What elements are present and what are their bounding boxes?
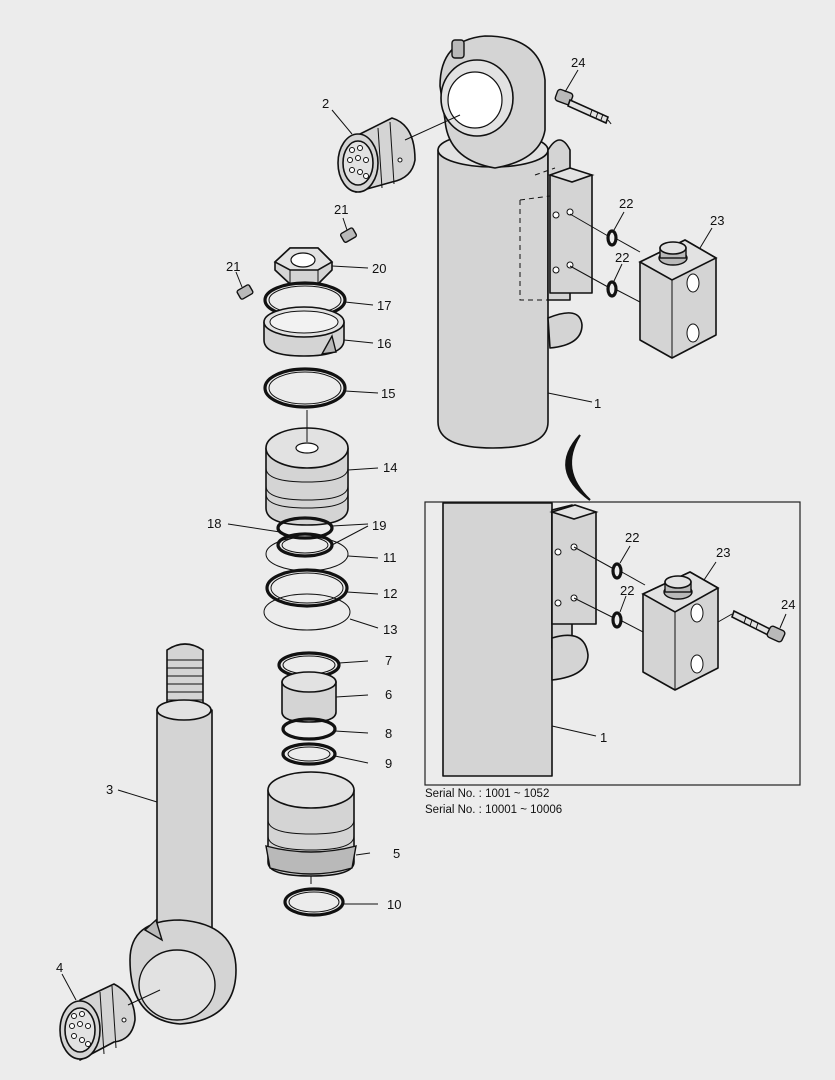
callout-22-inset-b: 22: [620, 583, 634, 598]
lock-nut-20: [273, 247, 369, 285]
pin-bushing-2: [331, 109, 461, 193]
rod-seals-7-6-8-9: [277, 651, 369, 766]
callout-labels: 1 1 2 3 4 5 6 7 8 9 10 11 12 13 14 15 16…: [56, 55, 795, 975]
callout-20: 20: [372, 261, 386, 276]
callout-22-inset-a: 22: [625, 530, 639, 545]
rings-17-16-15: [263, 281, 379, 409]
wiper-10: [283, 887, 378, 917]
callout-7: 7: [385, 653, 392, 668]
callout-19: 19: [372, 518, 386, 533]
callout-21-top: 21: [334, 202, 348, 217]
callout-15: 15: [381, 386, 395, 401]
piston-14: [265, 410, 379, 526]
callout-4: 4: [56, 960, 63, 975]
callout-9: 9: [385, 756, 392, 771]
curved-arrow: [565, 434, 591, 501]
callout-1-inset: 1: [600, 730, 607, 745]
serial-inset: [424, 501, 801, 786]
callout-17: 17: [377, 298, 391, 313]
o-rings-22: [569, 211, 641, 303]
callout-22-a: 22: [619, 196, 633, 211]
callout-18: 18: [207, 516, 221, 531]
callout-23-inset: 23: [716, 545, 730, 560]
callout-5: 5: [393, 846, 400, 861]
seals-19-18: [227, 516, 369, 558]
bolt-24: [554, 69, 613, 126]
set-screws-21: [235, 217, 358, 300]
callout-2: 2: [322, 96, 329, 111]
callout-1: 1: [594, 396, 601, 411]
callout-11: 11: [383, 550, 397, 565]
callout-13: 13: [383, 622, 397, 637]
callout-23: 23: [710, 213, 724, 228]
rod-cover-5: [265, 771, 371, 884]
serial-number-line-2: Serial No. : 10001 ~ 10006: [425, 804, 563, 816]
pin-bushing-4: [59, 973, 161, 1061]
callout-10: 10: [387, 897, 401, 912]
callout-16: 16: [377, 336, 391, 351]
callout-21-left: 21: [226, 259, 240, 274]
callout-22-b: 22: [615, 250, 629, 265]
callout-3: 3: [106, 782, 113, 797]
callout-14: 14: [383, 460, 397, 475]
valve-block-23: [638, 227, 718, 359]
serial-number-line-1: Serial No. : 1001 ~ 1052: [425, 788, 550, 800]
callout-12: 12: [383, 586, 397, 601]
callout-8: 8: [385, 726, 392, 741]
piston-rod-3: [117, 643, 237, 1025]
callout-24-inset: 24: [781, 597, 795, 612]
cylinder-tube: [437, 35, 595, 449]
callout-6: 6: [385, 687, 392, 702]
rings-11-12-13: [263, 536, 379, 631]
callout-24: 24: [571, 55, 585, 70]
